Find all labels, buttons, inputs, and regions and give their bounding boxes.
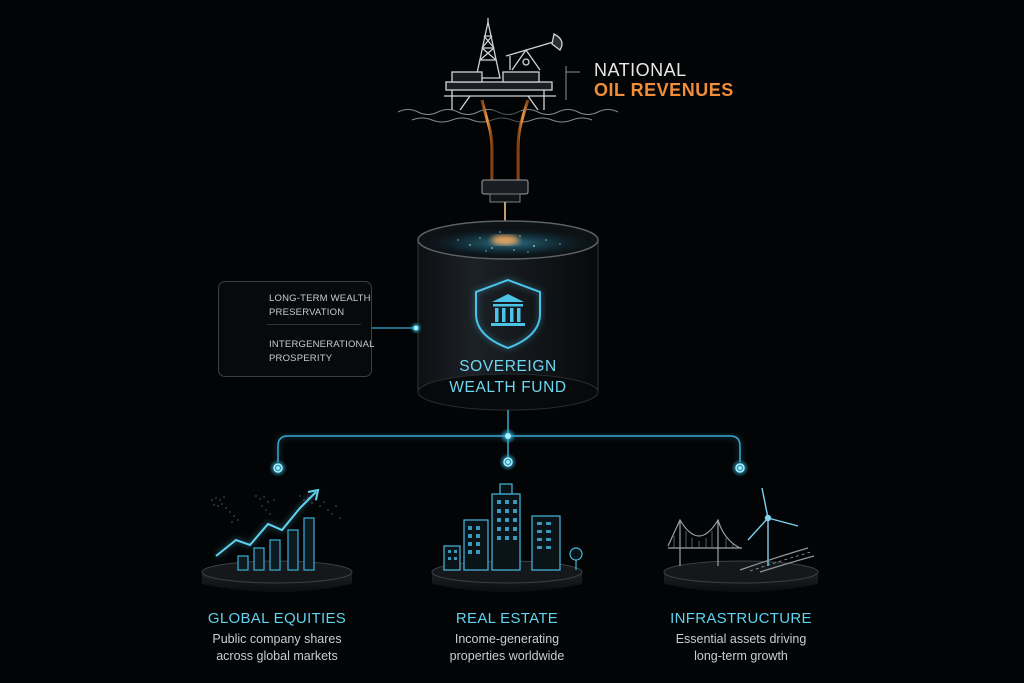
callout-item2-line1: INTERGENERATIONAL: [269, 339, 375, 350]
callout-connector: [372, 322, 422, 334]
header-title-line1: NATIONAL: [594, 60, 687, 80]
oil-pipes: [480, 99, 530, 240]
category-title-equities: GLOBAL EQUITIES: [207, 610, 347, 627]
oil-rig-icon: [444, 18, 556, 111]
header-title-line2: OIL REVENUES: [594, 80, 734, 100]
branch-nodes: [269, 428, 749, 477]
category-desc1-equities: Public company shares: [212, 632, 342, 646]
category-desc2-equities: across global markets: [216, 649, 338, 663]
callout-item2-line2: PROSPERITY: [269, 353, 333, 364]
sea-waves: [397, 109, 619, 123]
callout-divider: [267, 324, 361, 325]
pedestal-infrastructure: [663, 560, 819, 592]
callout-item1-line2: PRESERVATION: [269, 307, 345, 318]
bridge-icon: [667, 518, 742, 566]
fund-tank: [417, 220, 599, 411]
pumpjack-icon: [505, 33, 563, 71]
category-title-real-estate: REAL ESTATE: [455, 610, 559, 627]
oil-platform: [397, 18, 619, 123]
category-desc1-infrastructure: Essential assets driving: [675, 632, 807, 646]
fund-label-line2: WEALTH FUND: [449, 379, 567, 396]
category-desc2-infrastructure: long-term growth: [694, 649, 788, 663]
rising-chart-icon: [211, 488, 341, 571]
callout-box: LONG-TERM WEALTH PRESERVATION INTERGENER…: [218, 281, 375, 377]
category-desc2-real-estate: properties worldwide: [449, 649, 565, 663]
pool-sparkles: [457, 231, 561, 253]
bank-shield-icon: [473, 277, 543, 351]
world-map-dots: [211, 495, 341, 523]
callout-item1-line1: LONG-TERM WEALTH: [269, 293, 371, 304]
city-buildings-icon: [443, 483, 583, 571]
category-title-infrastructure: INFRASTRUCTURE: [670, 610, 812, 627]
category-desc1-real-estate: Income-generating: [454, 632, 560, 646]
fund-label-line1: SOVEREIGN: [459, 358, 557, 375]
wind-turbine-icon: [747, 487, 799, 566]
road-icon: [739, 547, 815, 573]
